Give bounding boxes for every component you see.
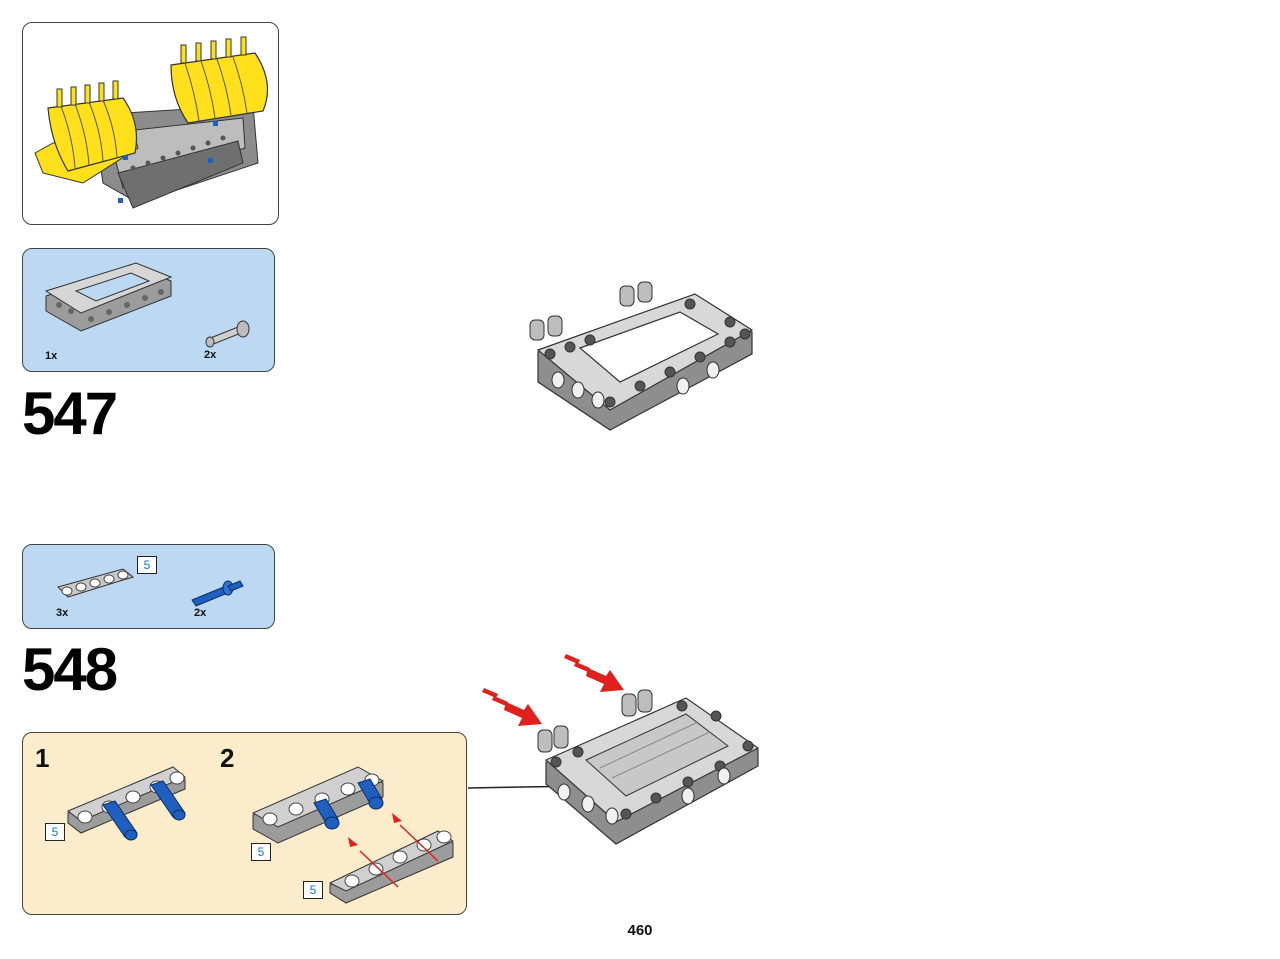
substep-1-image <box>67 766 186 841</box>
parts-callout-step-548: 5 3x 2x <box>22 544 275 629</box>
parts-callout-step-547: 1x 2x <box>22 248 275 372</box>
frame-5x7-part-icon <box>44 262 173 332</box>
blue-axle-pin-part-icon <box>191 580 244 607</box>
subassembly-callout: 1 2 5 <box>22 732 467 915</box>
substep-number: 2 <box>220 743 235 773</box>
step-number: 547 <box>22 380 118 447</box>
part-quantity: 2x <box>194 607 207 619</box>
step-number: 548 <box>22 636 118 703</box>
friction-pin-with-bush-part-icon <box>205 320 250 348</box>
beam-length-label: 5 <box>137 556 157 574</box>
beam-length-label: 5 <box>303 881 323 899</box>
model-overview-image <box>22 22 279 225</box>
substep-number: 1 <box>35 743 50 773</box>
insert-direction-arrow-icon <box>482 688 542 726</box>
substep-2-image <box>251 766 455 904</box>
part-quantity: 2x <box>204 349 217 361</box>
step-548-assembly-image <box>467 654 760 845</box>
step-547-assembly-image <box>529 281 754 431</box>
part-quantity: 1x <box>45 350 58 362</box>
beam-5-part-icon <box>57 568 135 598</box>
insert-direction-arrow-icon <box>564 654 624 692</box>
beam-length-label: 5 <box>45 823 65 841</box>
part-quantity: 3x <box>56 607 69 619</box>
beam-length-label: 5 <box>251 843 271 861</box>
yellow-bucket-assembly-image <box>34 36 269 209</box>
page-number: 460 <box>627 922 653 939</box>
